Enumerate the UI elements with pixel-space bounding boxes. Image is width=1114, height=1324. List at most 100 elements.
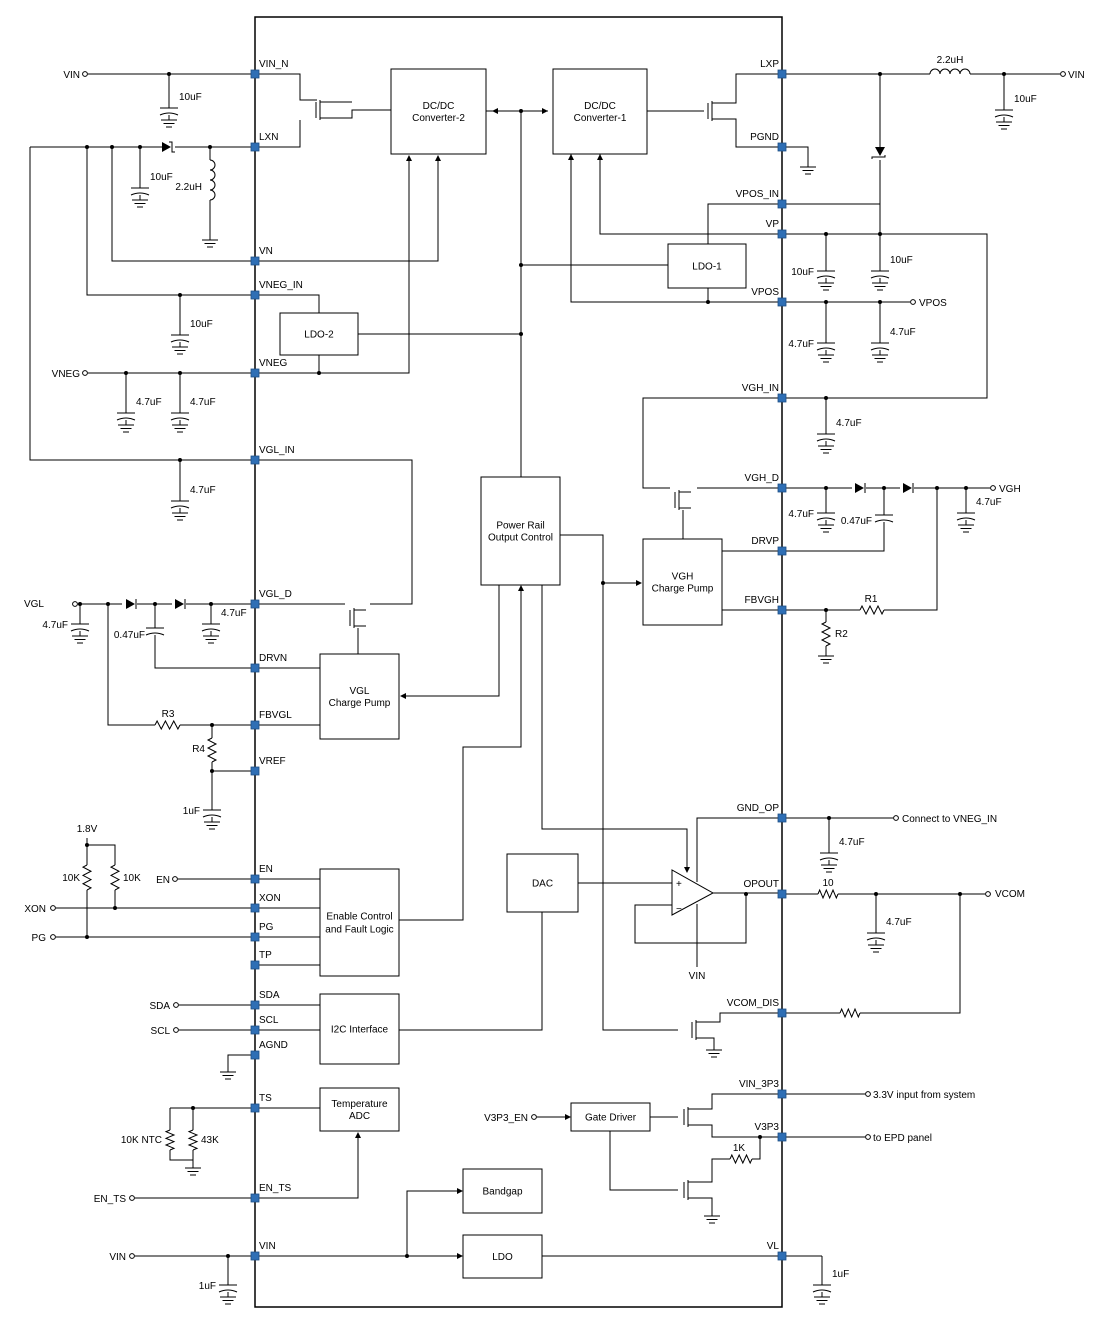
resistor-r3: [154, 719, 181, 731]
pin-vin-3p3: [777, 1089, 787, 1099]
block-label: Bandgap: [482, 1187, 522, 1198]
pin-label: EN: [259, 864, 273, 875]
capacitor-value: 10uF: [179, 92, 202, 103]
junction-dot: [519, 263, 523, 267]
arrow-head: [565, 1114, 571, 1120]
arrow-head: [568, 154, 574, 160]
block-label: Output Control: [488, 533, 553, 544]
terminal-label: VNEG: [52, 369, 81, 380]
wire: [255, 294, 320, 313]
capacitor-value: 10uF: [791, 267, 814, 278]
terminal-circle: [985, 891, 991, 897]
capacitor-value: 4.7uF: [886, 917, 912, 928]
ground-symbol: [202, 239, 218, 248]
pin-vgl-d: [250, 599, 260, 609]
capacitor: [116, 412, 136, 421]
wire: [570, 154, 782, 303]
terminal-circle: [173, 1027, 179, 1033]
ground-symbol: [818, 655, 834, 664]
capacitor: [956, 512, 976, 521]
junction-dot: [210, 769, 214, 773]
terminal-label: XON: [24, 904, 46, 915]
pin-label: VREF: [259, 756, 286, 767]
arrow-head: [457, 1188, 463, 1194]
capacitor: [994, 109, 1014, 118]
junction-dot: [824, 608, 828, 612]
block-label: Temperature: [331, 1099, 388, 1110]
junction-dot: [138, 145, 142, 149]
wire: [752, 1137, 761, 1160]
enable-control-block: [319, 868, 400, 977]
resistor-opout: [817, 888, 839, 900]
pin-label: VGH_D: [745, 473, 779, 484]
pin-label: VNEG_IN: [259, 280, 303, 291]
block-label: VGH: [672, 572, 694, 583]
component-value: 0.47uF: [114, 630, 145, 641]
junction-dot: [78, 602, 82, 606]
pin-label: VGL_D: [259, 589, 292, 600]
flying-capacitor: [874, 514, 894, 523]
junction-dot: [744, 892, 748, 896]
arrow-head: [406, 155, 412, 161]
pin-label: PG: [259, 922, 274, 933]
block-label: DC/DC: [423, 101, 455, 112]
resistor-r1: [859, 604, 885, 616]
pin-label: VGH_IN: [742, 383, 779, 394]
capacitor-value: 10uF: [890, 255, 913, 266]
capacitor-value: 4.7uF: [836, 418, 862, 429]
pin-label: OPOUT: [743, 879, 779, 890]
pin-xon: [250, 903, 260, 913]
capacitor: [816, 270, 836, 279]
gate-driver-block: [570, 1102, 651, 1132]
pin-label: V3P3: [755, 1122, 780, 1133]
wire: [634, 894, 747, 944]
pin-gnd-op: [777, 813, 787, 823]
pin-vin: [250, 1251, 260, 1261]
terminal-circle: [531, 1114, 537, 1120]
vin-n-mosfet: [315, 100, 332, 120]
terminal-circle: [72, 601, 78, 607]
ground-symbol: [185, 1167, 201, 1176]
capacitor: [819, 852, 839, 861]
component-value: 10: [822, 878, 834, 889]
ground-symbol: [814, 1296, 830, 1305]
ground-symbol: [818, 524, 834, 533]
ntc-resistor: [164, 1129, 176, 1151]
junction-dot: [935, 486, 939, 490]
junction-dot: [124, 371, 128, 375]
block-label: Converter-2: [412, 113, 465, 124]
capacitor: [816, 342, 836, 351]
arrow-head: [684, 867, 690, 873]
terminal-circle: [50, 905, 56, 911]
junction-dot: [882, 486, 886, 490]
opamp: [671, 869, 715, 916]
wire: [111, 147, 255, 262]
ground-symbol: [220, 1296, 236, 1305]
wire: [107, 604, 155, 726]
capacitor: [812, 1284, 832, 1293]
junction-dot: [824, 232, 828, 236]
junction-dot: [178, 371, 182, 375]
junction-dot: [209, 602, 213, 606]
terminal-circle: [865, 1091, 871, 1097]
capacitor-value: 4.7uF: [788, 339, 814, 350]
junction-dot: [824, 300, 828, 304]
junction-dot: [113, 906, 117, 910]
junction-dot: [110, 145, 114, 149]
pin-label: VL: [767, 1241, 780, 1252]
resistor-vcom-dis: [839, 1007, 861, 1019]
junction-dot: [824, 396, 828, 400]
junction-dot: [153, 602, 157, 606]
pin-label: LXP: [760, 59, 779, 70]
wire: [255, 160, 410, 374]
capacitor: [866, 932, 886, 941]
arrow-head: [542, 108, 548, 114]
block-label: DAC: [532, 879, 553, 890]
junction-dot: [958, 892, 962, 896]
terminal-circle: [50, 934, 56, 940]
block-label: LDO-1: [692, 262, 722, 273]
vgh-mosfet: [674, 490, 691, 510]
junction-dot: [519, 109, 523, 113]
junction-dot: [226, 1254, 230, 1258]
ground-symbol: [172, 346, 188, 355]
